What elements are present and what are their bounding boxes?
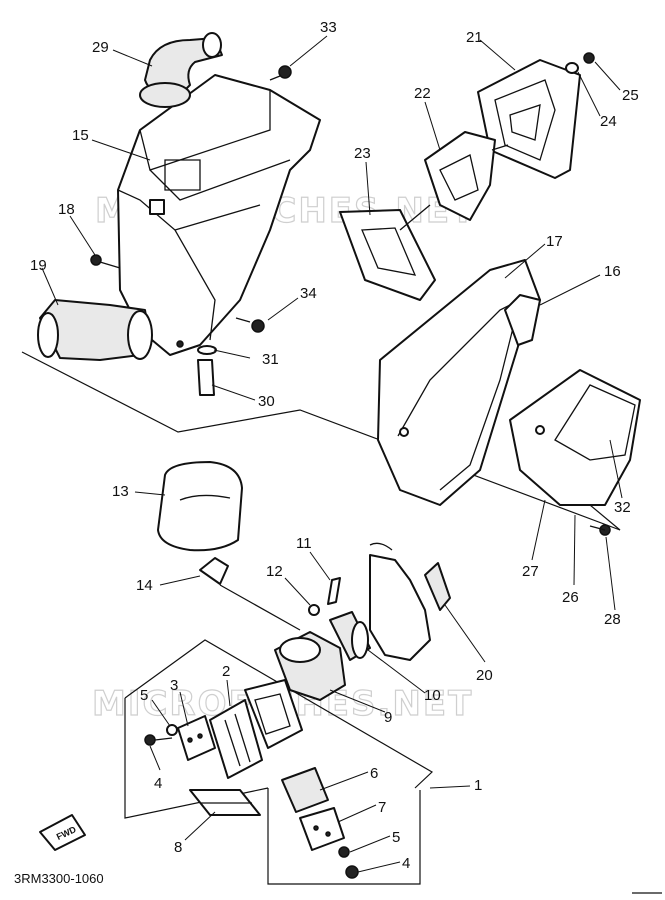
cover-part-32 (509, 369, 641, 506)
clamp-part-14 (199, 557, 229, 585)
carburetor-outline (369, 542, 431, 661)
screw-part-25 (583, 52, 595, 64)
cap-part-29 (139, 32, 223, 108)
callout-14: 14 (136, 577, 153, 594)
callout-9: 9 (384, 709, 392, 726)
callout-4-right: 4 (402, 855, 410, 872)
reed-body (244, 679, 303, 749)
part-code: 3RM3300-1060 (14, 871, 104, 886)
callout-2: 2 (222, 663, 230, 680)
reed-part-6 (281, 767, 329, 813)
callout-17: 17 (546, 233, 563, 250)
callout-12: 12 (266, 563, 283, 580)
filter-case-part-21 (477, 59, 581, 179)
clip-part-31 (197, 345, 217, 355)
filter-guide-part-22 (424, 131, 509, 221)
cap-part-13 (157, 461, 243, 552)
bolt-part-28 (589, 524, 611, 536)
bolt-part-33 (269, 65, 292, 81)
hose-route-line (219, 584, 301, 631)
joint-part-19 (37, 299, 153, 361)
callout-20: 20 (476, 667, 493, 684)
callout-29: 29 (92, 39, 109, 56)
callout-34: 34 (300, 285, 317, 302)
stopper-part-7 (299, 807, 345, 851)
reed-valve-part-2 (209, 699, 263, 779)
joint-part-10 (329, 611, 371, 661)
callout-27: 27 (522, 563, 539, 580)
side-cover-part-17 (377, 259, 541, 506)
bolt-part-34 (235, 317, 265, 333)
seal-part-16 (504, 294, 541, 346)
fwd-arrow-icon: FWD (39, 814, 86, 851)
callout-24: 24 (600, 113, 617, 130)
air-box-part-15 (117, 74, 321, 356)
washer-part-24 (565, 62, 579, 74)
callout-19: 19 (30, 257, 47, 274)
callout-33: 33 (320, 19, 337, 36)
callout-21: 21 (466, 29, 483, 46)
callout-13: 13 (112, 483, 129, 500)
callout-15: 15 (72, 127, 89, 144)
hose-part-30 (197, 359, 215, 396)
callout-32: 32 (614, 499, 631, 516)
washer-part-5-right (338, 846, 350, 858)
callout-5-right: 5 (392, 829, 400, 846)
reed-plate-part-3 (177, 715, 216, 761)
washer-part-12 (308, 604, 320, 616)
callout-3: 3 (170, 677, 178, 694)
callout-5-left: 5 (140, 687, 148, 704)
callout-4-left: 4 (154, 775, 162, 792)
gasket-part-8 (189, 789, 261, 816)
bolt-part-11 (327, 577, 341, 605)
callout-18: 18 (58, 201, 75, 218)
callout-23: 23 (354, 145, 371, 162)
screw-part-4-left (144, 734, 173, 746)
washer-part-5-left (166, 724, 178, 736)
callout-30: 30 (258, 393, 275, 410)
boot-part-20 (424, 562, 451, 611)
bolt-part-18 (90, 254, 121, 269)
callout-11: 11 (296, 535, 312, 552)
leader-lines (41, 35, 623, 873)
filter-element-part-23 (339, 204, 436, 301)
callout-22: 22 (414, 85, 431, 102)
callout-26: 26 (562, 589, 579, 606)
callout-25: 25 (622, 87, 639, 104)
callout-labels: 29 33 21 25 24 22 15 23 18 17 19 16 34 3… (30, 19, 639, 872)
callout-1: 1 (474, 777, 482, 794)
callout-10: 10 (424, 687, 441, 704)
manifold-part-9 (274, 631, 346, 701)
callout-31: 31 (262, 351, 279, 368)
screw-part-4-right (345, 865, 359, 879)
callout-7: 7 (378, 799, 386, 816)
callout-28: 28 (604, 611, 621, 628)
callout-16: 16 (604, 263, 621, 280)
callout-6: 6 (370, 765, 378, 782)
callout-8: 8 (174, 839, 182, 856)
